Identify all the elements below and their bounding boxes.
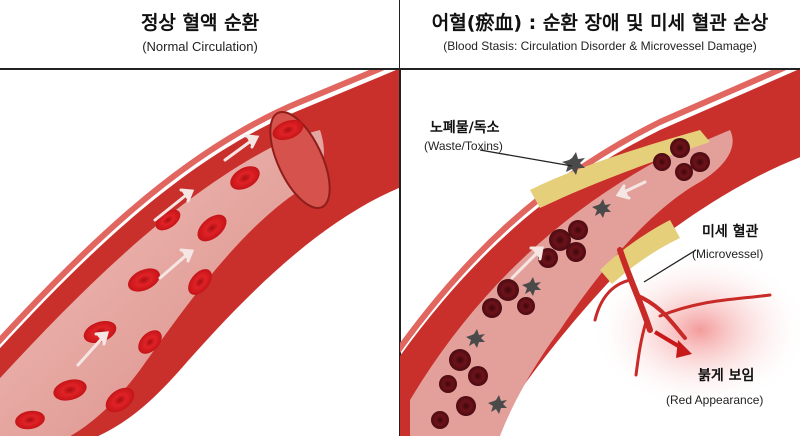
red-blood-cell bbox=[53, 379, 87, 401]
red-blood-cell bbox=[83, 320, 117, 344]
vessel-wall-highlight bbox=[400, 70, 787, 354]
red-blood-cell bbox=[230, 166, 260, 190]
dark-blood-cell bbox=[497, 279, 519, 301]
dark-blood-cell bbox=[566, 242, 586, 262]
panel-title: 어혈(瘀血) : 순환 장애 및 미세 혈관 손상 bbox=[431, 12, 769, 34]
red-blood-cell bbox=[128, 268, 160, 292]
stasis-vessel-illustration: 노폐물/독소 (Waste/Toxins) 미세 혈관 (Microvessel… bbox=[400, 70, 800, 436]
dark-blood-cell bbox=[653, 153, 671, 171]
dark-blood-cell bbox=[549, 229, 571, 251]
dark-blood-cell bbox=[468, 366, 488, 386]
dark-blood-cell bbox=[482, 298, 502, 318]
flow-arrow-head bbox=[529, 246, 544, 261]
toxin-particles bbox=[466, 152, 611, 414]
dark-blood-cell bbox=[690, 152, 710, 172]
flow-arrow-head bbox=[615, 184, 631, 200]
flow-arrow bbox=[510, 248, 542, 280]
dark-blood-cell bbox=[675, 163, 693, 181]
dark-blood-cell bbox=[538, 248, 558, 268]
stasis-blood-cells bbox=[431, 138, 710, 429]
redness-area bbox=[590, 250, 800, 410]
normal-circulation-panel: 정상 혈액 순환 (Normal Circulation) bbox=[0, 0, 400, 436]
dark-blood-cell bbox=[439, 375, 457, 393]
flow-arrow-head bbox=[94, 331, 110, 346]
red-blood-cell bbox=[138, 330, 162, 354]
panel-subtitle: (Normal Circulation) bbox=[142, 39, 258, 54]
dark-blood-cell bbox=[431, 411, 449, 429]
panel-divider bbox=[399, 0, 401, 436]
dark-blood-cell bbox=[670, 138, 690, 158]
callout-toxins-en: (Waste/Toxins) bbox=[424, 139, 503, 153]
microvessel bbox=[593, 247, 772, 377]
callout-line-toxins bbox=[479, 149, 573, 167]
leak-arrow-head bbox=[676, 340, 692, 358]
dark-blood-cell bbox=[449, 349, 471, 371]
red-blood-cell bbox=[188, 269, 212, 295]
callout-microvessel-ko: 미세 혈관 bbox=[702, 223, 759, 240]
flow-arrows bbox=[76, 134, 260, 367]
toxin-particle bbox=[562, 152, 585, 175]
healthy-blood-cells bbox=[15, 119, 304, 430]
dark-blood-cell bbox=[456, 396, 476, 416]
flow-arrow-head bbox=[179, 188, 195, 203]
red-blood-cell bbox=[197, 214, 227, 242]
dark-blood-cell bbox=[568, 220, 588, 240]
callout-microvessel-en: (Microvessel) bbox=[692, 247, 763, 261]
vessel-wall-highlight bbox=[0, 70, 385, 345]
dark-blood-cell bbox=[517, 297, 535, 315]
flow-arrow bbox=[76, 333, 107, 367]
toxin-particle bbox=[592, 199, 611, 218]
vessel-lumen bbox=[0, 130, 324, 436]
toxin-particle bbox=[466, 329, 485, 348]
red-blood-cell bbox=[272, 119, 304, 141]
flow-arrow-head bbox=[179, 248, 195, 263]
panel-title: 정상 혈액 순환 bbox=[140, 12, 260, 34]
vessel-lumen bbox=[410, 130, 733, 436]
panel-subtitle: (Blood Stasis: Circulation Disorder & Mi… bbox=[443, 39, 757, 53]
plaque-deposit bbox=[600, 220, 680, 284]
normal-vessel-illustration bbox=[0, 70, 400, 436]
red-blood-cell bbox=[15, 410, 45, 430]
callout-lines bbox=[479, 149, 697, 283]
flow-arrow-head bbox=[244, 134, 260, 149]
callout-red-en: (Red Appearance) bbox=[666, 393, 763, 407]
red-blood-cell bbox=[105, 387, 135, 413]
callout-line-microvessel bbox=[643, 249, 697, 283]
plaque-deposit bbox=[530, 130, 710, 208]
flow-arrow bbox=[153, 190, 192, 222]
flow-arrow bbox=[158, 250, 192, 280]
callout-red-ko: 붉게 보임 bbox=[698, 368, 754, 384]
toxin-particle bbox=[522, 277, 541, 296]
toxin-particle bbox=[488, 395, 507, 414]
panel-header: 어혈(瘀血) : 순환 장애 및 미세 혈관 손상 (Blood Stasis:… bbox=[400, 0, 800, 70]
callout-toxins-ko: 노폐물/독소 bbox=[430, 120, 500, 136]
flow-arrows bbox=[510, 180, 647, 280]
blood-stasis-panel: 어혈(瘀血) : 순환 장애 및 미세 혈관 손상 (Blood Stasis:… bbox=[400, 0, 800, 436]
panel-header: 정상 혈액 순환 (Normal Circulation) bbox=[0, 0, 400, 70]
